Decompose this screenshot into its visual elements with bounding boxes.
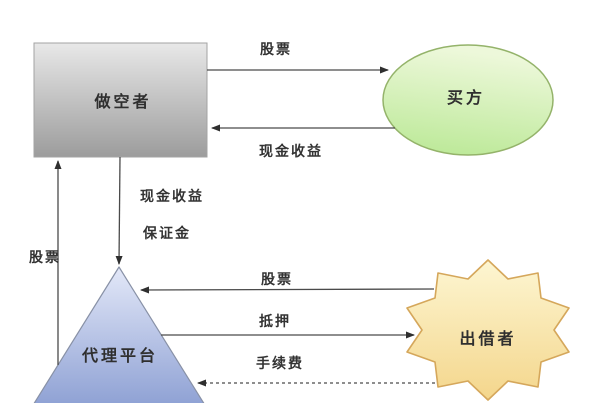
- edge-label-stock-right: 股票: [261, 271, 293, 287]
- edge-label-stock-top: 股票: [260, 41, 292, 57]
- node-buyer: [382, 44, 554, 156]
- edge-label-cash-mid: 现金收益: [140, 188, 204, 204]
- edge-label-fee: 手续费: [256, 355, 304, 371]
- edge-cash-margin-seller-to-platform: [115, 156, 123, 265]
- label-short-seller: 做空者: [94, 94, 152, 111]
- edge-label-stock-left: 股票: [29, 249, 61, 265]
- edge-label-margin: 保证金: [143, 225, 191, 241]
- node-agency-platform: [33, 266, 205, 403]
- label-buyer: 买方: [446, 90, 486, 107]
- edge-label-collateral: 抵押: [259, 313, 291, 329]
- node-short-seller: [33, 42, 208, 158]
- node-lender: [406, 259, 570, 401]
- edge-label-cash-top: 现金收益: [259, 143, 323, 159]
- label-agency-platform: 代理平台: [81, 348, 159, 365]
- edge-stock-lender-to-platform: [140, 286, 435, 294]
- label-lender: 出借者: [459, 331, 517, 348]
